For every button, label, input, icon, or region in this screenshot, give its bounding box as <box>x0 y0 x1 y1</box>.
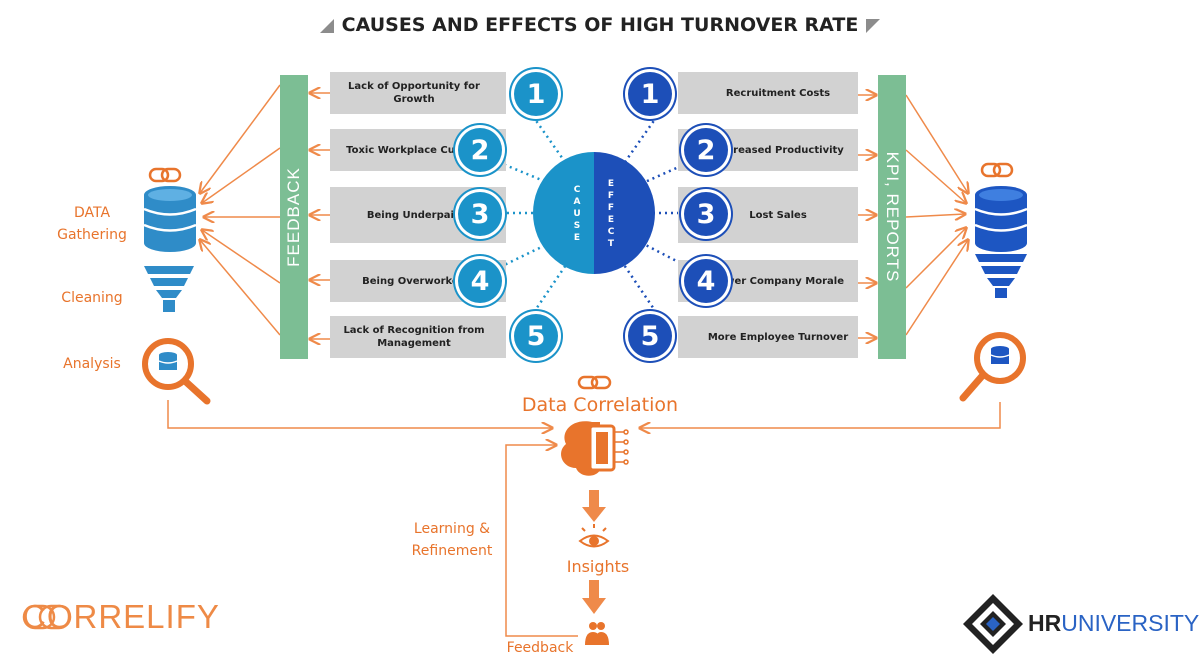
cleaning-label: Cleaning <box>61 290 123 306</box>
learning-refinement-label: Learning & Refinement <box>411 521 493 559</box>
center-cause-half <box>533 152 594 274</box>
effect-number-1: 1 <box>628 72 672 116</box>
insights-label: Insights <box>566 557 630 576</box>
feedback-panel-label: FEEDBACK <box>284 167 303 267</box>
effect-number-3: 3 <box>684 192 728 236</box>
eye-icon <box>578 524 610 548</box>
effect-number-2: 2 <box>684 128 728 172</box>
left-funnel-icon <box>144 266 194 312</box>
analysis-label: Analysis <box>63 356 121 372</box>
right-fan-arrows <box>905 94 968 336</box>
cause-number-5: 5 <box>514 314 558 358</box>
cause-bar-1: Lack of Opportunity for Growth <box>330 72 506 114</box>
right-link-icon <box>980 162 1014 178</box>
hr-university-logo-text: HRUNIVERSITY <box>1028 610 1200 636</box>
cause-number-2: 2 <box>458 128 502 172</box>
ai-brain-chip-icon <box>561 421 629 476</box>
cause-bar-arrows <box>310 93 330 339</box>
right-funnel-icon <box>975 254 1027 298</box>
effect-number-4: 4 <box>684 259 728 303</box>
correlation-link-icon <box>577 375 612 390</box>
right-magnifier-icon <box>959 332 1026 402</box>
diagram-title: CAUSES AND EFFECTS OF HIGH TURNOVER RATE <box>0 14 1200 36</box>
feedback-loop-label: Feedback <box>506 640 574 656</box>
cause-number-3: 3 <box>458 192 502 236</box>
right-database-icon <box>974 186 1028 252</box>
left-magnifier-icon <box>142 338 211 405</box>
title-text: CAUSES AND EFFECTS OF HIGH TURNOVER RATE <box>341 14 859 36</box>
left-fan-arrows <box>200 84 281 336</box>
feedback-panel <box>280 75 308 359</box>
cause-bar-5: Lack of Recognition from Management <box>330 316 506 358</box>
cause-number-1: 1 <box>514 72 558 116</box>
title-left-triangle-icon <box>319 18 334 33</box>
effect-number-5: 5 <box>628 314 672 358</box>
title-right-triangle-icon <box>866 18 881 33</box>
effect-bar-1: Recruitment Costs <box>678 72 858 114</box>
kpi-reports-panel-label: KPI, REPORTS <box>883 151 902 283</box>
kpi-reports-panel <box>878 75 906 359</box>
center-effect-label: EFFECT <box>607 179 615 249</box>
correlify-logo-text: CORRELIFY <box>22 598 220 635</box>
cause-number-4: 4 <box>458 259 502 303</box>
down-arrows <box>582 490 606 614</box>
center-cause-label: CAUSE <box>573 185 581 243</box>
left-database-icon <box>143 186 197 252</box>
center-effect-half <box>594 152 655 274</box>
data-correlation-label: Data Correlation <box>521 394 679 416</box>
effect-bar-5: More Employee Turnover <box>678 316 858 358</box>
effect-bar-arrows <box>858 95 876 338</box>
people-icon <box>585 622 609 645</box>
left-link-icon <box>148 167 182 183</box>
data-gathering-label: DATA Gathering <box>57 205 127 243</box>
correlify-logo-icon <box>22 604 72 630</box>
hr-university-logo-icon <box>963 594 1023 654</box>
